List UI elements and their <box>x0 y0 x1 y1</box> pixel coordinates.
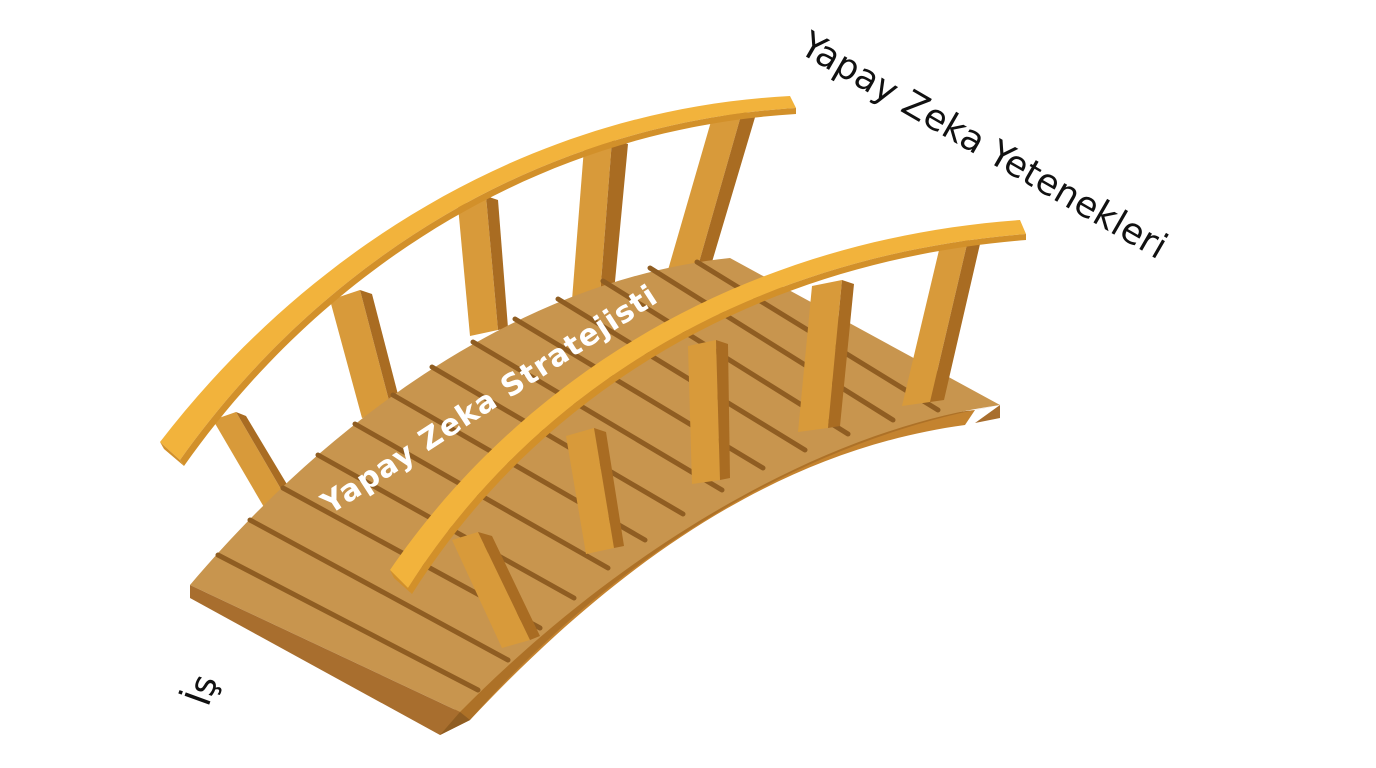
near-rail-posts <box>452 240 980 648</box>
start-label: İş <box>177 669 227 711</box>
near-handrail <box>390 220 1026 594</box>
far-handrail <box>160 96 796 466</box>
far-rail-posts <box>213 112 756 514</box>
